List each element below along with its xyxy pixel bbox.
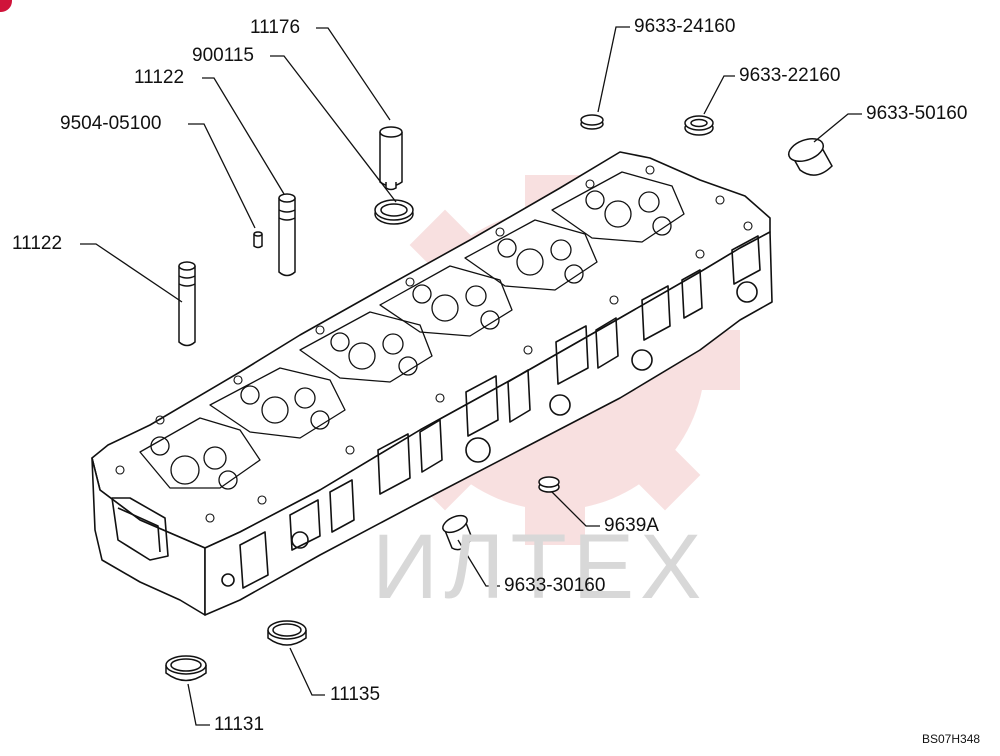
part-label-11135: 11135 — [330, 684, 381, 705]
leader-9633-22160 — [703, 75, 735, 115]
part-label-9633-30160: 9633-30160 — [504, 575, 606, 596]
part-label-9633-24160: 9633-24160 — [634, 16, 736, 37]
part-9504-05100-pin — [253, 231, 263, 249]
leader-11122-lower — [80, 243, 183, 303]
part-11176-sleeve — [379, 126, 403, 191]
part-9633-22160-plug — [684, 115, 714, 136]
part-9633-30160-sleeve — [442, 514, 473, 551]
leader-9504-05100 — [188, 123, 256, 229]
leader-11135 — [289, 647, 325, 696]
part-label-11122-lower: 11122 — [12, 233, 63, 254]
part-11131-ring — [165, 655, 207, 682]
leader-11122-upper — [202, 77, 285, 195]
part-label-9633-22160: 9633-22160 — [739, 65, 841, 86]
part-9639A-plug — [538, 476, 560, 493]
part-11135-ring — [267, 620, 307, 646]
leader-900115 — [270, 55, 397, 203]
part-label-11176: 11176 — [250, 17, 301, 38]
leader-9633-50160 — [813, 113, 862, 143]
part-label-11131: 11131 — [214, 714, 265, 735]
cylinder-head-block — [91, 151, 773, 616]
leader-9639A — [551, 491, 600, 527]
diagram-code: BS07H348 — [922, 732, 981, 746]
part-label-9504-05100: 9504-05100 — [60, 113, 162, 134]
watermark-text: ИЛТЕХ — [372, 516, 708, 618]
part-label-11122-upper: 11122 — [134, 67, 185, 88]
leader-11131 — [187, 683, 210, 726]
leader-9633-24160 — [597, 26, 630, 113]
part-label-9639A: 9639A — [604, 515, 659, 536]
part-label-900115: 900115 — [192, 45, 254, 66]
part-11122-lower-guide — [178, 261, 196, 347]
leader-lines — [80, 26, 862, 726]
leader-9633-30160 — [457, 539, 500, 587]
loose-parts — [165, 114, 833, 682]
part-9633-24160-plug — [580, 114, 604, 130]
part-11122-upper-guide — [278, 193, 296, 277]
leader-11176 — [316, 27, 391, 121]
part-9633-50160-plug — [787, 138, 833, 176]
part-900115-ring — [374, 199, 414, 225]
part-label-9633-50160: 9633-50160 — [866, 103, 968, 124]
